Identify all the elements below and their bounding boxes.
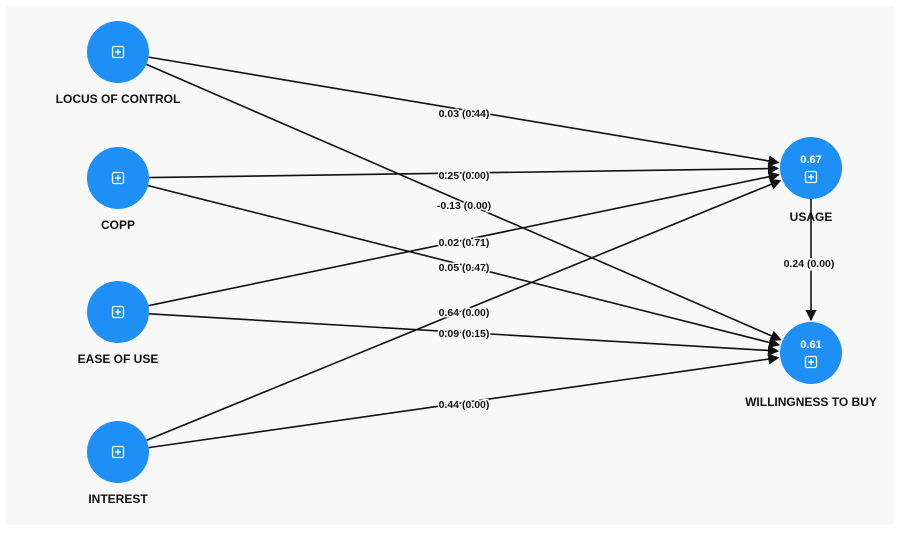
node-copp[interactable]: COPP <box>87 147 149 232</box>
edge-label-loc-to-wtb: -0.13 (0.00) <box>437 200 491 212</box>
edge-label-interest-to-wtb: 0.44 (0.00) <box>439 399 490 411</box>
node-label-loc: LOCUS OF CONTROL <box>56 92 181 106</box>
node-ease[interactable]: EASE OF USE <box>78 281 159 366</box>
expand-plus-icon[interactable] <box>111 171 125 185</box>
node-value-wtb: 0.61 <box>800 339 821 351</box>
edge-ease-to-usage <box>148 171 780 307</box>
edge-label-copp-to-usage: 0.25 (0.00) <box>439 170 490 182</box>
node-label-usage: USAGE <box>790 210 833 224</box>
edge-copp-to-wtb <box>147 184 781 348</box>
edge-copp-to-usage <box>148 163 780 179</box>
path-model-diagram: 0.03 (0.44) -0.13 (0.00) 0.25 (0.00) 0.05 (… <box>56 21 877 506</box>
edge-label-loc-to-usage: 0.03 (0.44) <box>439 108 490 120</box>
edge-interest-to-wtb <box>148 353 780 449</box>
node-label-copp: COPP <box>101 218 135 232</box>
edge-label-interest-to-usage: 0.64 (0.00) <box>439 307 490 319</box>
path-model-canvas: 0.03 (0.44) -0.13 (0.00) 0.25 (0.00) 0.05 (… <box>6 6 894 525</box>
node-label-interest: INTEREST <box>88 492 148 506</box>
expand-plus-icon[interactable] <box>111 45 125 59</box>
edge-loc-to-usage <box>148 56 780 167</box>
edge-label-copp-to-wtb: 0.05 (0.47) <box>439 262 490 274</box>
edges-layer <box>146 56 817 449</box>
edge-loc-to-wtb <box>146 63 782 341</box>
node-value-usage: 0.67 <box>800 154 821 166</box>
edge-interest-to-usage <box>146 179 782 441</box>
node-label-wtb: WILLINGNESS TO BUY <box>745 395 877 409</box>
node-interest[interactable]: INTEREST <box>87 421 149 506</box>
edge-labels-layer: 0.03 (0.44) -0.13 (0.00) 0.25 (0.00) 0.05 (… <box>435 106 836 412</box>
expand-plus-icon[interactable] <box>804 170 818 184</box>
node-loc[interactable]: LOCUS OF CONTROL <box>56 21 181 106</box>
nodes-layer: LOCUS OF CONTROL COPP EASE OF USE INTEREST 0… <box>56 21 877 506</box>
edge-ease-to-wtb <box>148 313 780 357</box>
node-circle-usage[interactable] <box>780 137 842 199</box>
edge-label-ease-to-usage: 0.02 (0.71) <box>439 237 490 249</box>
node-circle-wtb[interactable] <box>780 322 842 384</box>
expand-plus-icon[interactable] <box>111 305 125 319</box>
expand-plus-icon[interactable] <box>804 355 818 369</box>
expand-plus-icon[interactable] <box>111 445 125 459</box>
node-label-ease: EASE OF USE <box>78 352 159 366</box>
edge-label-usage-to-wtb: 0.24 (0.00) <box>784 258 835 270</box>
edge-label-ease-to-wtb: 0.09 (0.15) <box>439 328 490 340</box>
